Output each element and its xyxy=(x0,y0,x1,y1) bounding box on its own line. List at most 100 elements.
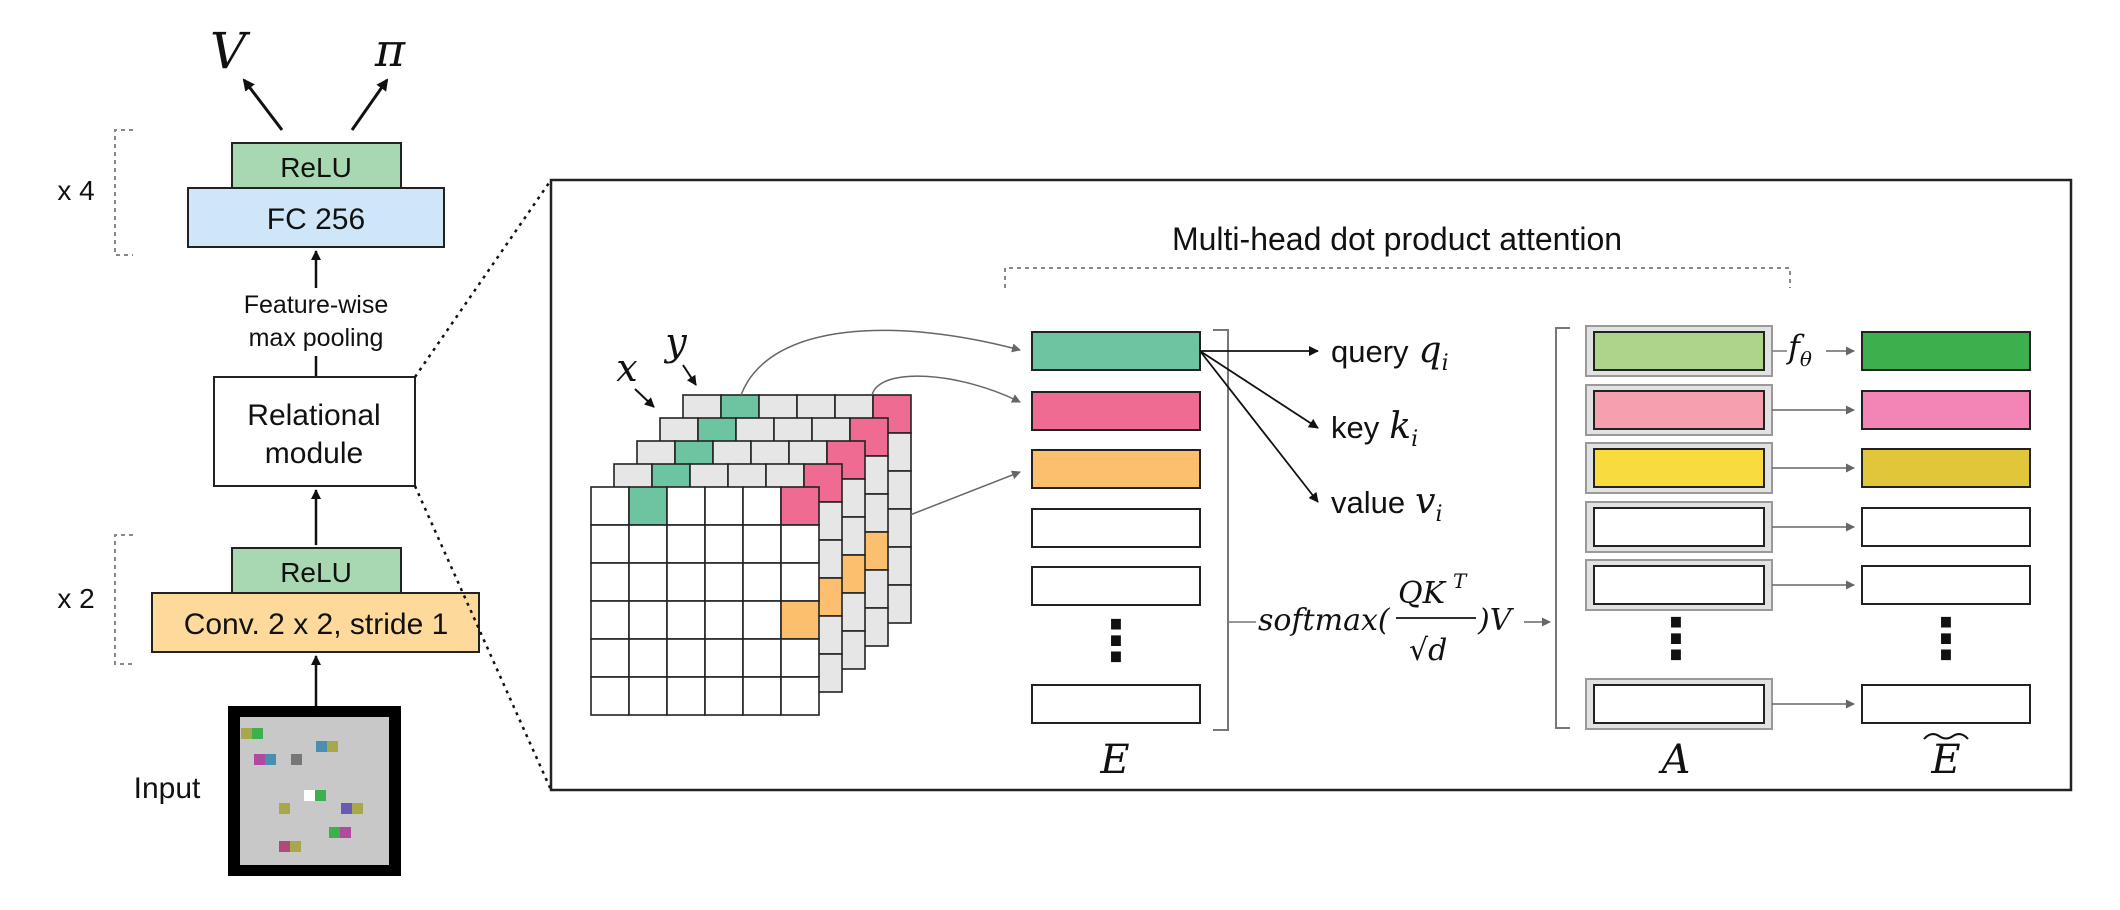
arrow-value xyxy=(1199,350,1319,503)
A-row-light-green xyxy=(1593,331,1765,371)
pooling-label-line2: max pooling xyxy=(249,324,384,352)
Etilde-vertical-ellipsis: ⋮ xyxy=(1918,607,1974,670)
fc-repeat-bracket xyxy=(114,129,133,256)
axis-x-label: x xyxy=(616,346,637,390)
A-row xyxy=(1593,507,1765,547)
Etilde-row-pink xyxy=(1861,390,2031,430)
Etilde-row xyxy=(1861,565,2031,605)
feature-map-cell xyxy=(590,638,630,678)
input-pixel xyxy=(340,827,351,838)
feature-map-cell xyxy=(704,676,744,716)
conv-repeat-label: x 2 xyxy=(57,583,94,614)
feature-map-cell xyxy=(590,676,630,716)
input-pixel xyxy=(316,741,327,752)
E-vertical-ellipsis: ⋮ xyxy=(1088,609,1144,672)
entity-row xyxy=(1031,508,1201,548)
query-symbol: q xyxy=(1419,330,1442,371)
input-label: Input xyxy=(134,772,201,805)
curve-arrow-pink xyxy=(871,375,1021,403)
attention-title-bracket xyxy=(1004,267,1791,288)
key-word: key xyxy=(1331,410,1380,445)
feature-map-cell xyxy=(628,676,668,716)
input-pixel xyxy=(304,790,315,801)
feature-map-cell xyxy=(780,638,820,678)
Etilde-row-green xyxy=(1861,331,2031,371)
feature-map-cell xyxy=(704,486,744,526)
value-symbol: v xyxy=(1415,481,1435,522)
feature-map-cell xyxy=(628,600,668,640)
f-subscript: θ xyxy=(1800,347,1812,371)
curve-arrow-teal xyxy=(740,329,1021,396)
input-pixel xyxy=(315,790,326,801)
conv-block xyxy=(151,592,480,653)
feature-map-cell xyxy=(666,524,706,564)
entity-row-pink xyxy=(1031,391,1201,431)
feature-map-cell xyxy=(742,486,782,526)
A-row-yellow xyxy=(1593,448,1765,488)
entity-row-teal xyxy=(1031,331,1201,371)
input-pixel xyxy=(241,728,252,739)
axis-y-label: y xyxy=(663,320,687,364)
attention-title: Multi-head dot product attention xyxy=(1172,221,1622,257)
entity-row-orange xyxy=(1031,449,1201,489)
feature-map-cell xyxy=(742,638,782,678)
input-pixel xyxy=(341,803,352,814)
input-pixel xyxy=(252,728,263,739)
relational-module-line2: module xyxy=(265,437,363,470)
axis-y-arrow xyxy=(682,364,697,386)
value-subscript: i xyxy=(1435,502,1442,527)
output-column-Etilde: ⋮ E xyxy=(1861,331,2031,783)
embedding-column-E: ⋮ E xyxy=(1031,329,1229,783)
fc-relu-block xyxy=(231,142,402,189)
feature-map-cell xyxy=(742,676,782,716)
softmax-formula: softmax( QK T √d )V xyxy=(1228,569,1551,668)
feature-map-cell xyxy=(704,638,744,678)
feature-map-cell xyxy=(590,600,630,640)
softmax-superscript: T xyxy=(1453,569,1468,593)
arrow-to-policy xyxy=(350,78,389,131)
entity-row xyxy=(1031,684,1201,724)
query-word: query xyxy=(1331,334,1409,369)
relational-module-block xyxy=(213,376,416,487)
input-pixel xyxy=(265,754,276,765)
input-pixel xyxy=(279,841,290,852)
feature-map-cell xyxy=(780,676,820,716)
feature-map-cell xyxy=(780,486,820,526)
Etilde-row xyxy=(1861,684,2031,724)
key-subscript: i xyxy=(1411,427,1418,452)
feature-map-cell xyxy=(780,600,820,640)
feature-map-cell xyxy=(590,562,630,602)
feature-map-cell xyxy=(628,638,668,678)
label-Etilde: E xyxy=(1930,737,1960,783)
arrow-to-value xyxy=(242,78,284,131)
arrow-key xyxy=(1199,350,1319,429)
input-pixel xyxy=(279,803,290,814)
A-row xyxy=(1593,565,1765,605)
key-symbol: k xyxy=(1389,406,1411,447)
feature-map-cell xyxy=(742,524,782,564)
left-column: V π x 4 ReLU FC 256 Feature-wise max poo… xyxy=(57,22,553,876)
label-E: E xyxy=(1099,737,1129,783)
arrow-orange xyxy=(909,470,1021,516)
fc-256-block xyxy=(187,187,445,248)
feature-map-cell xyxy=(628,562,668,602)
feature-map-cell xyxy=(666,676,706,716)
softmax-numerator: QK xyxy=(1398,576,1447,611)
feature-map-cell xyxy=(666,600,706,640)
input-pixel xyxy=(329,827,340,838)
feature-map-cell xyxy=(666,562,706,602)
input-pixel xyxy=(327,741,338,752)
feature-map-cell xyxy=(590,486,630,526)
softmax-suffix: )V xyxy=(1477,603,1515,638)
entity-row xyxy=(1031,566,1201,606)
policy-output-symbol: π xyxy=(374,23,406,77)
Etilde-row-olive xyxy=(1861,448,2031,488)
conv-relu-label: ReLU xyxy=(280,557,352,588)
input-pixel xyxy=(291,754,302,765)
feature-map-cell xyxy=(742,600,782,640)
conv-repeat-bracket xyxy=(114,534,133,665)
